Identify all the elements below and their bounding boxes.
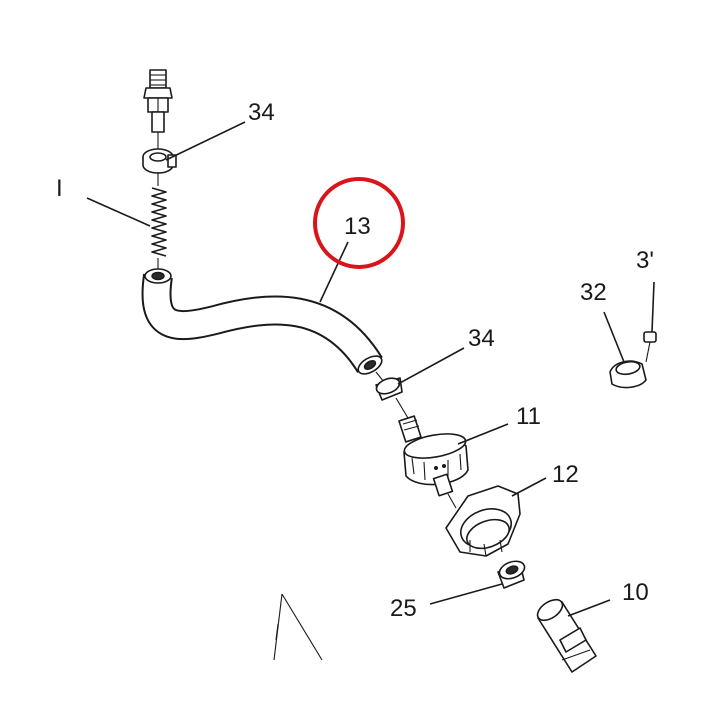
callout-1-partial: I — [56, 175, 63, 202]
tube-10 — [536, 598, 597, 673]
screw — [643, 331, 657, 363]
leader-25 — [429, 583, 503, 605]
leader-34-top — [165, 121, 246, 161]
leader-12 — [511, 477, 547, 497]
leader-11 — [457, 423, 509, 445]
callout-34-top: 34 — [248, 99, 275, 126]
partial-part-lines — [273, 593, 323, 661]
hose — [141, 268, 383, 375]
hose-clamp-mid — [375, 371, 409, 419]
ring-25 — [497, 560, 526, 589]
highlight-circle — [313, 177, 405, 269]
callout-13: 13 — [344, 213, 371, 240]
leader-10 — [567, 599, 611, 617]
leader-3x — [651, 281, 655, 333]
callout-25: 25 — [390, 595, 417, 622]
leader-34-mid — [397, 347, 465, 385]
spring — [151, 172, 167, 270]
union-nut — [445, 485, 521, 557]
hose-clamp-top — [142, 148, 177, 174]
clip-32 — [609, 360, 647, 389]
leader-13 — [319, 241, 349, 303]
callout-34-mid: 34 — [468, 325, 495, 352]
callout-11: 11 — [516, 403, 541, 430]
leader-32 — [603, 311, 625, 363]
callout-3x-partial: 3' — [636, 247, 654, 274]
valve-body — [398, 415, 469, 509]
leader-1 — [86, 197, 151, 227]
callout-32: 32 — [580, 279, 607, 306]
threaded-fitting — [143, 69, 173, 150]
callout-10: 10 — [622, 579, 649, 606]
callout-12: 12 — [552, 461, 579, 488]
